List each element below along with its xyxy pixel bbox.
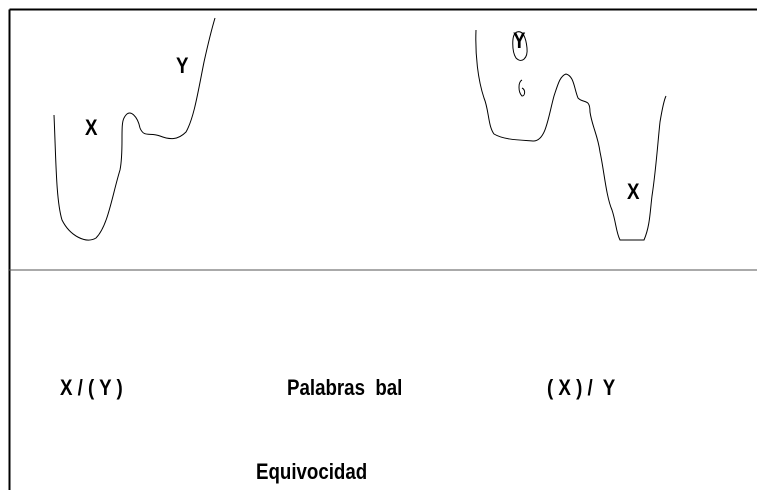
caption-center: Palabras bal <box>287 375 403 400</box>
right-curve-label-y: Y <box>513 28 526 53</box>
right-loop-around-y <box>512 31 528 61</box>
right-small-hook <box>518 79 526 97</box>
caption-right: ( X ) / Y <box>547 375 616 400</box>
caption-left: X / ( Y ) <box>60 375 123 400</box>
left-curve <box>53 17 216 241</box>
left-curve-label-x: X <box>85 115 98 140</box>
right-curve <box>475 29 667 241</box>
caption-bottom: Equivocidad <box>256 459 368 484</box>
left-curve-label-y: Y <box>176 53 189 78</box>
right-curve-label-x: X <box>627 179 640 204</box>
